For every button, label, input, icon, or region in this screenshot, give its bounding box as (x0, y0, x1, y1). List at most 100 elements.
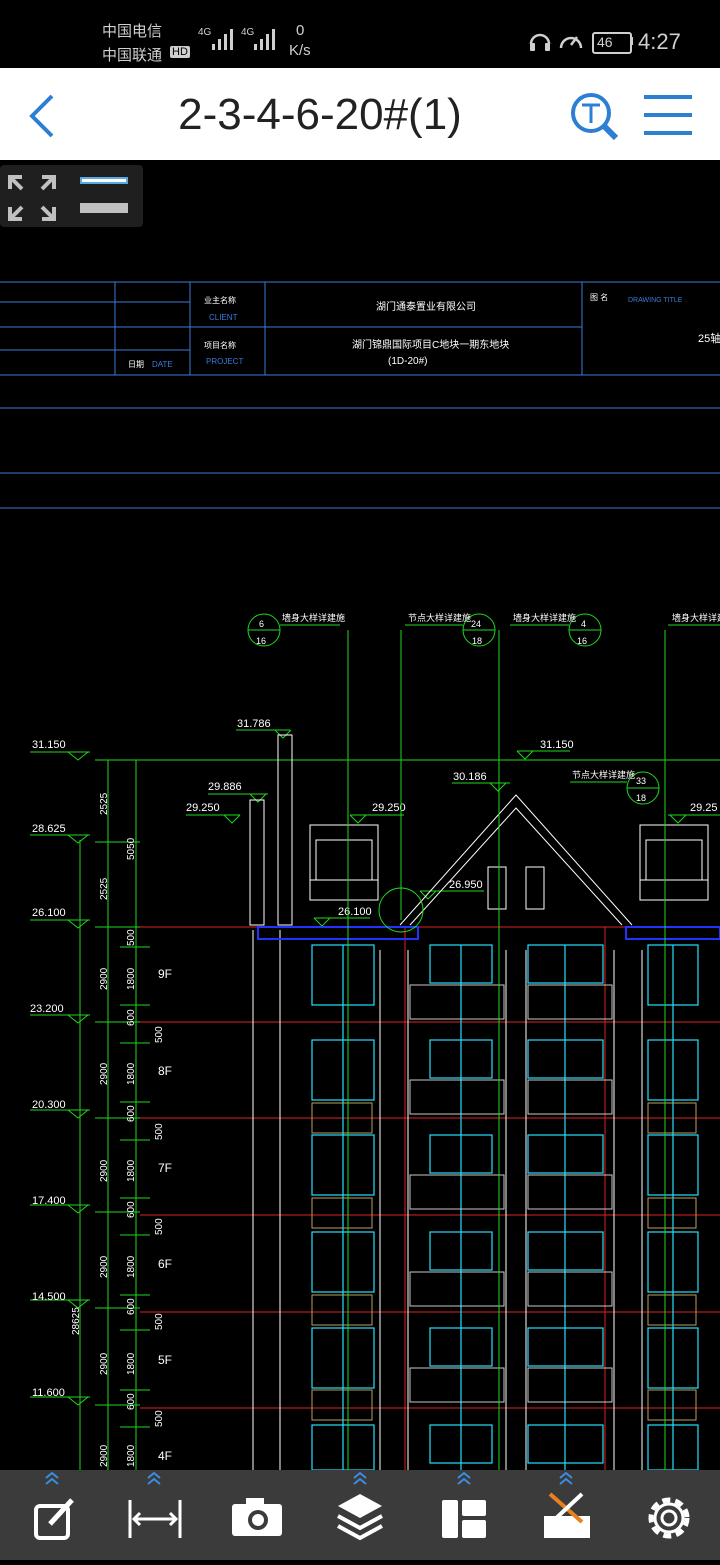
date-label-cn: 日期 (128, 360, 144, 369)
callout-1-den: 16 (256, 636, 266, 646)
settings-button[interactable] (618, 1470, 718, 1560)
callout-3-den: 16 (577, 636, 587, 646)
floor-6: 6F (158, 1257, 172, 1271)
tools-icon (544, 1471, 590, 1538)
battery-tip (630, 37, 633, 45)
menu-button[interactable] (640, 90, 696, 140)
back-button[interactable] (20, 88, 70, 143)
callout-2-den: 18 (472, 636, 482, 646)
net-speed-unit: K/s (289, 42, 311, 59)
callout-5-text: 节点大样详建施 (572, 769, 635, 780)
floor-lines (140, 926, 720, 1470)
drawing-title-cn: 图 名 (590, 292, 608, 302)
dim-outer-8: 2900 (99, 1444, 110, 1467)
dim-outer-1: 2525 (99, 792, 110, 815)
cornice (257, 926, 720, 940)
dimension-labels: 2525 2525 2900 2900 2900 2900 2900 2900 … (71, 792, 165, 1467)
roof-elev-9: 29.25 (690, 802, 718, 814)
measure-button[interactable] (104, 1470, 204, 1560)
layout-button[interactable] (414, 1470, 514, 1560)
cad-drawing: 业主名称 CLIENT 湖门通泰置业有限公司 项目名称 PROJECT 湖门锦鼎… (0, 281, 720, 1470)
dim-mid-15: 1800 (126, 1352, 137, 1375)
tools-button[interactable] (516, 1470, 616, 1560)
floor-4: 4F (158, 1449, 172, 1463)
elev-3: 26.100 (32, 907, 66, 919)
dim-mid-18: 1800 (126, 1444, 137, 1467)
callout-texts: 墙身大样详建施 6 16 节点大样详建施 24 18 墙身大样详建施 4 16 … (256, 612, 720, 803)
text-search-icon (571, 93, 619, 141)
floor-7: 7F (158, 1161, 172, 1175)
drawing-title-en: DRAWING TITLE (628, 297, 683, 304)
roof-elev-3: 29.250 (186, 802, 220, 814)
drawing-title-value: 25轴 (698, 331, 720, 345)
client-label-cn: 业主名称 (204, 295, 236, 305)
expand-icon[interactable] (8, 175, 56, 221)
project-sub: (1D-20#) (388, 356, 427, 367)
roof-elev-8: 26.100 (338, 906, 372, 918)
dormers (309, 824, 709, 901)
dim-outer-3: 2900 (99, 967, 110, 990)
edit-button[interactable] (2, 1470, 102, 1560)
callout-5-den: 18 (636, 793, 646, 803)
elev-5: 20.300 (32, 1099, 66, 1111)
dim-mid-3: 1800 (126, 967, 137, 990)
floor-5: 5F (158, 1353, 172, 1367)
elev-1: 31.150 (32, 739, 66, 751)
project-label-cn: 项目名称 (204, 340, 236, 350)
status-bar: 中国电信 中国联通 HD 4G 4G 0 K/s 46 4:27 (0, 0, 720, 68)
bottom-toolbar (0, 1470, 720, 1560)
dim-mid-8: 500 (154, 1123, 165, 1140)
network-type-2: 4G (241, 27, 255, 38)
dim-mid-13: 600 (126, 1298, 137, 1315)
roof-elev-7: 26.950 (449, 879, 483, 891)
dim-mid-5: 500 (154, 1026, 165, 1043)
speedometer-icon (559, 36, 583, 49)
layers-button[interactable] (310, 1470, 410, 1560)
menu-icon (644, 95, 692, 135)
net-speed-value: 0 (296, 22, 305, 39)
clock: 4:27 (638, 29, 681, 54)
callout-3-num: 4 (581, 619, 586, 629)
floor-labels: 9F 8F 7F 6F 5F 4F (158, 967, 172, 1463)
network-type-1: 4G (198, 27, 212, 38)
elev-4: 23.200 (30, 1003, 64, 1015)
layout-icon (442, 1471, 486, 1538)
signal-icon-2 (254, 29, 275, 50)
elev-7: 14.500 (32, 1291, 66, 1303)
dim-outer-5: 2900 (99, 1159, 110, 1182)
roof-elev-4: 29.250 (372, 802, 406, 814)
drawing-canvas[interactable]: 业主名称 CLIENT 湖门通泰置业有限公司 项目名称 PROJECT 湖门锦鼎… (0, 160, 720, 1470)
battery-icon: 46 (592, 32, 632, 54)
dim-mid-6: 1800 (126, 1062, 137, 1085)
layers-icon (337, 1471, 383, 1541)
dim-mid-4: 600 (126, 1009, 137, 1026)
floor-9: 9F (158, 967, 172, 981)
carrier-secondary: 中国联通 (102, 47, 163, 64)
title-block-lines (0, 281, 720, 509)
client-label-en: CLIENT (209, 313, 238, 322)
dim-outer-total: 28625 (71, 1307, 82, 1335)
callout-5-num: 33 (636, 776, 646, 786)
callout-3-text: 墙身大样详建施 (513, 612, 576, 623)
louvers (311, 1102, 697, 1421)
floor-8: 8F (158, 1064, 172, 1078)
dim-outer-2: 2525 (99, 877, 110, 900)
dim-mid-14: 500 (154, 1313, 165, 1330)
roof-elev-6: 31.150 (540, 739, 574, 751)
elevation-labels: 31.150 28.625 26.100 23.200 20.300 17.40… (30, 739, 66, 1399)
elev-6: 17.400 (32, 1195, 66, 1207)
text-search-button[interactable] (566, 88, 622, 144)
dim-outer-4: 2900 (99, 1062, 110, 1085)
windows (311, 944, 699, 1470)
client-value: 湖门通泰置业有限公司 (376, 300, 476, 313)
building-outline (249, 734, 643, 1470)
camera-button[interactable] (206, 1470, 306, 1560)
callout-1-num: 6 (259, 619, 264, 629)
line-weight-icon[interactable] (78, 177, 130, 217)
page-title: 2-3-4-6-20#(1) (178, 90, 462, 139)
measure-icon (128, 1471, 182, 1538)
dim-outer-6: 2900 (99, 1255, 110, 1278)
project-value: 湖门锦鼎国际项目C地块一期东地块 (352, 338, 509, 351)
camera-icon (232, 1498, 282, 1536)
elev-2: 28.625 (32, 823, 66, 835)
